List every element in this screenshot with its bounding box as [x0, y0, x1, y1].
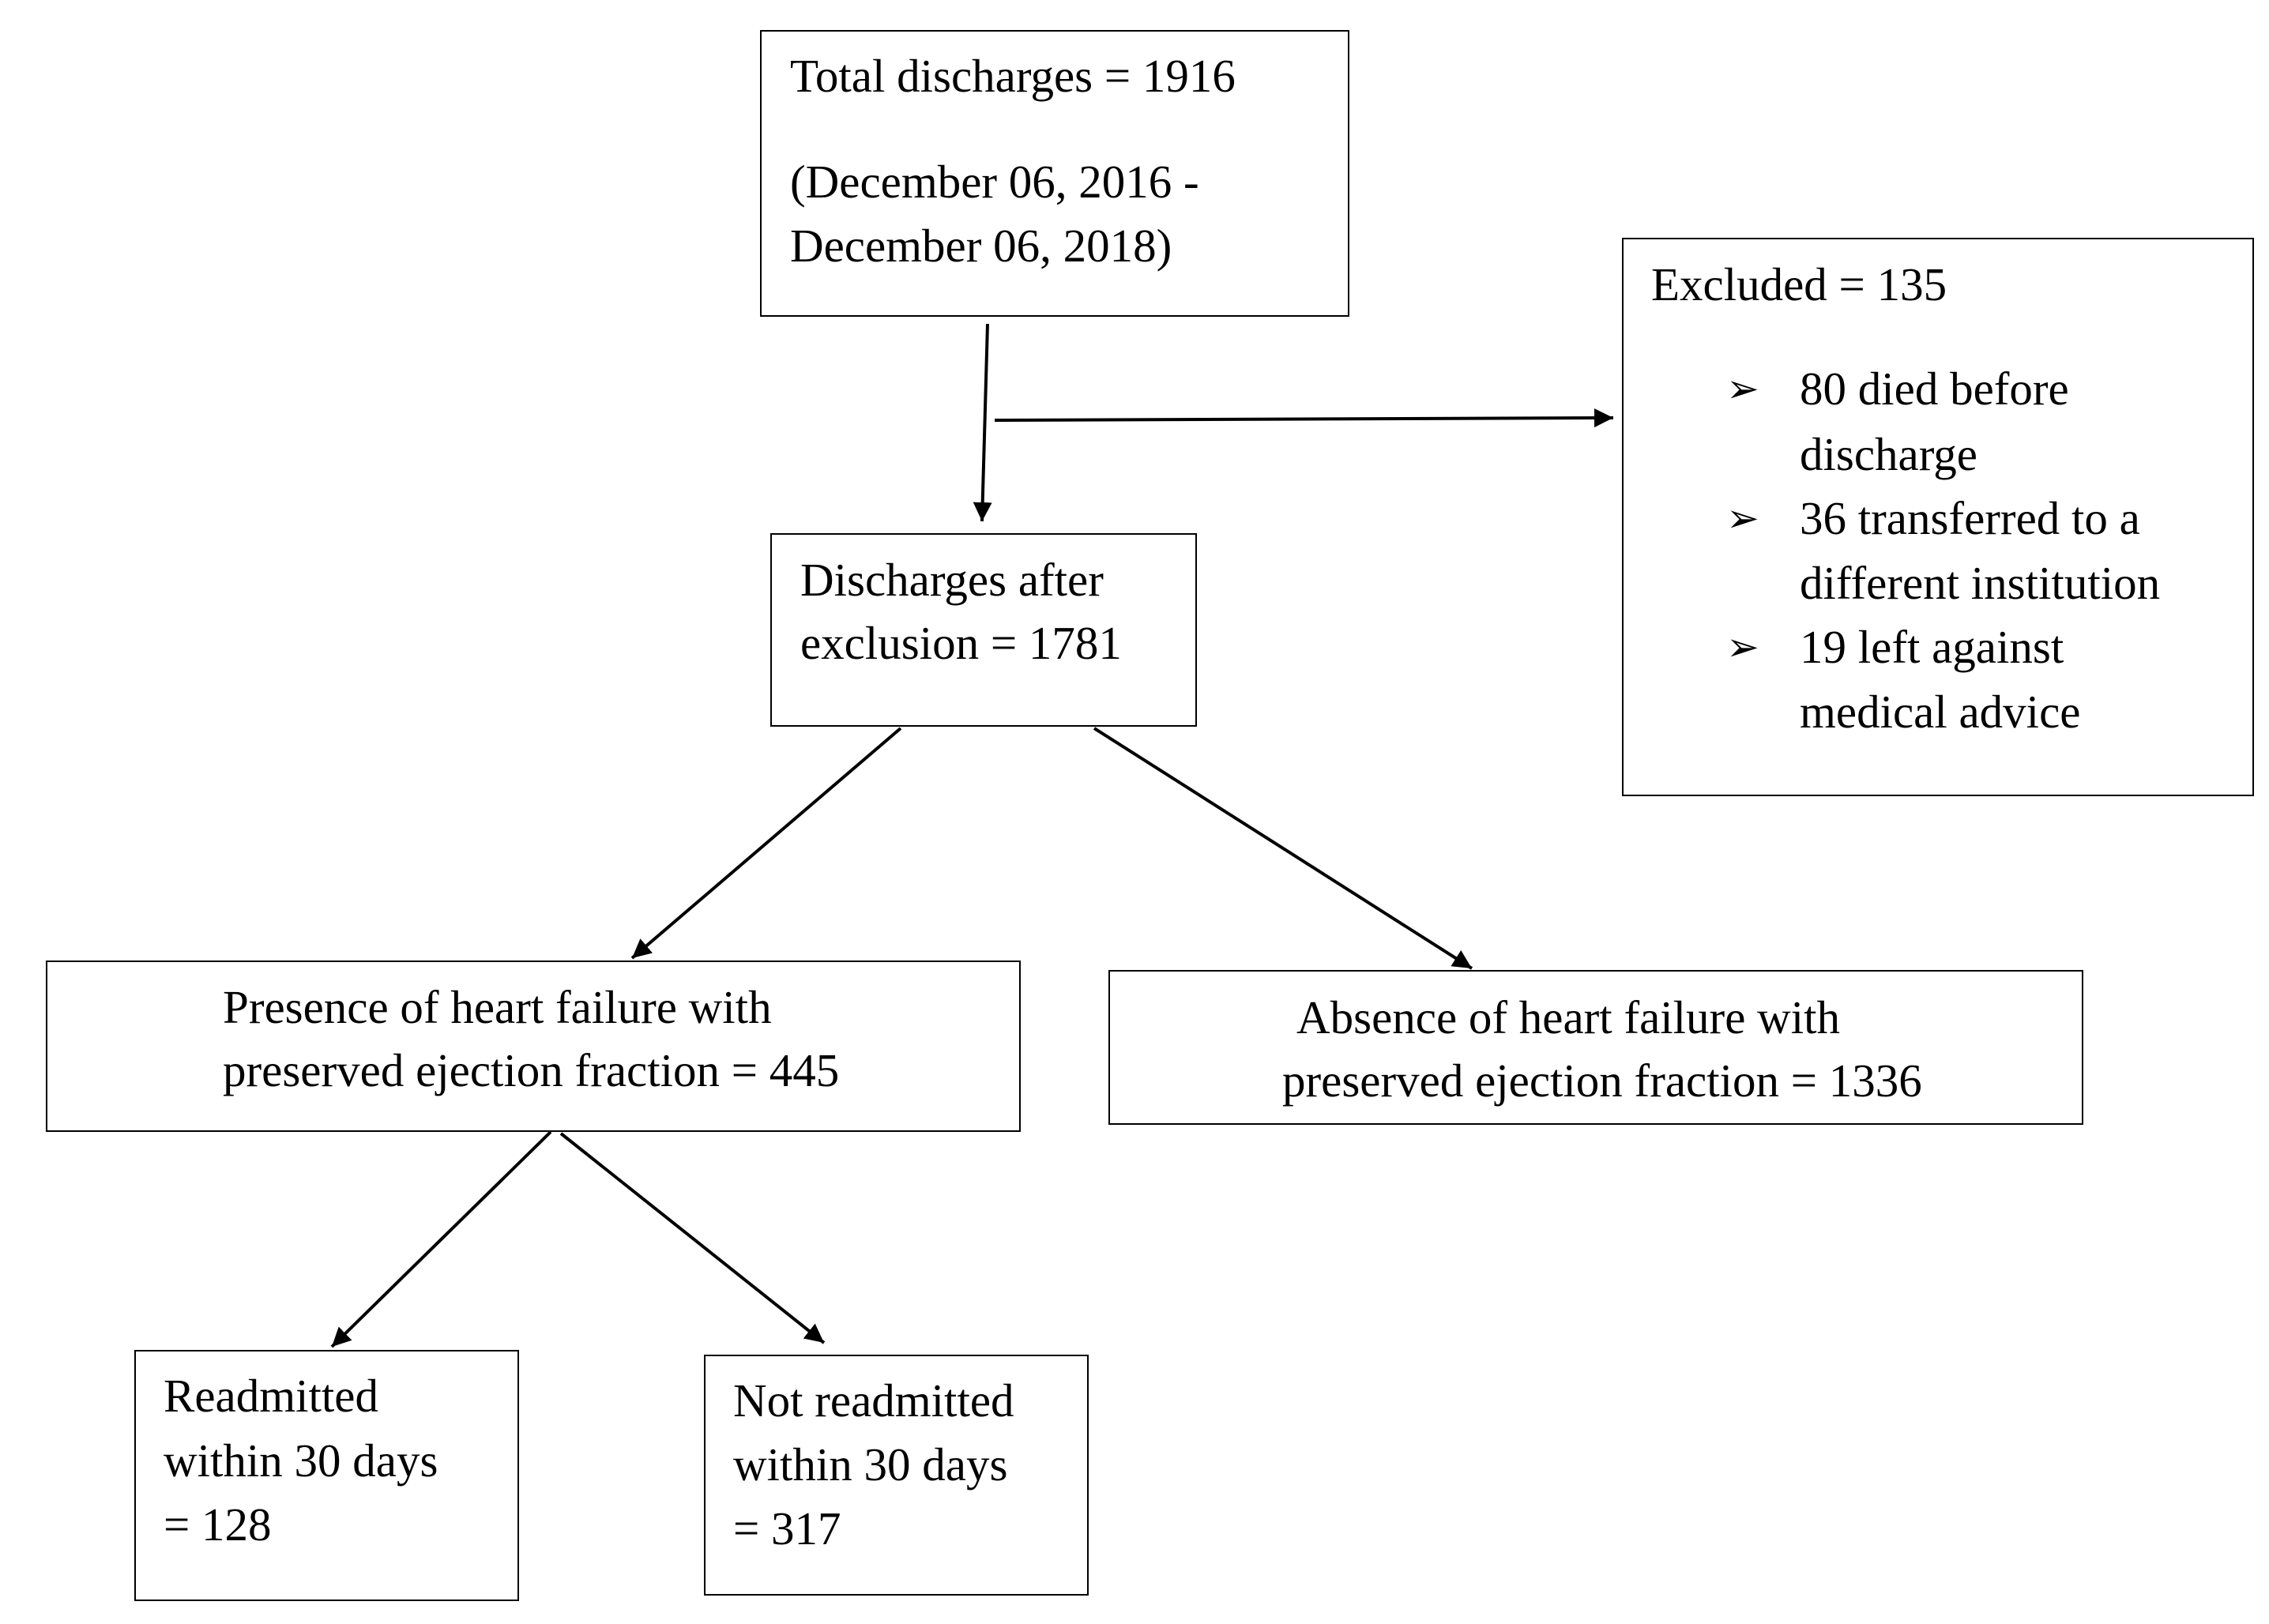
arrow-to-absence	[1093, 727, 1473, 970]
readmitted-line2: within 30 days	[164, 1434, 438, 1487]
excluded-item-3-line1: 19 left against	[1800, 621, 2064, 673]
excluded-item-3-line2: medical advice	[1800, 686, 2081, 738]
absence-hfpef-line2: preserved ejection fraction = 1336	[1282, 1054, 1922, 1107]
arrow-to-presence	[630, 727, 902, 960]
not-readmitted-line2: within 30 days	[733, 1438, 1008, 1491]
arrow-to-excluded	[994, 408, 1614, 428]
date-range-start: (December 06, 2016 -	[790, 156, 1199, 208]
absence-hfpef-line1: Absence of heart failure with	[1296, 991, 1841, 1043]
presence-hfpef-line1: Presence of heart failure with	[223, 981, 772, 1033]
after-exclusion-box	[770, 533, 1197, 727]
arrow-to-not-readmitted	[559, 1132, 826, 1344]
not-readmitted-box	[704, 1355, 1089, 1596]
presence-hfpef-line2: preserved ejection fraction = 445	[223, 1044, 840, 1096]
absence-hfpef-box	[1108, 970, 2083, 1125]
bullet-arrow-icon: ➢	[1726, 367, 1759, 411]
excluded-box	[1622, 238, 2254, 796]
after-exclusion-line2: exclusion = 1781	[800, 617, 1122, 669]
excluded-item-2-line1: 36 transferred to a	[1800, 492, 2140, 544]
date-range-end: December 06, 2018)	[790, 220, 1172, 272]
excluded-item-2-line2: different institution	[1800, 557, 2161, 609]
bullet-arrow-icon: ➢	[1726, 625, 1759, 669]
presence-hfpef-box	[46, 960, 1021, 1132]
excluded-item-1-line1: 80 died before	[1800, 363, 2069, 415]
readmitted-box	[134, 1350, 519, 1601]
not-readmitted-count: = 317	[733, 1502, 841, 1554]
arrow-total-to-after-exclusion	[973, 323, 992, 522]
readmitted-line1: Readmitted	[164, 1370, 378, 1422]
arrow-to-readmitted	[330, 1130, 552, 1348]
total-discharges-box	[760, 30, 1349, 317]
excluded-item-1-line2: discharge	[1800, 428, 1977, 480]
excluded-title: Excluded = 135	[1651, 258, 1947, 310]
readmitted-count: = 128	[164, 1498, 272, 1551]
total-discharges-label: Total discharges = 1916	[790, 50, 1236, 102]
not-readmitted-line1: Not readmitted	[733, 1374, 1014, 1427]
after-exclusion-line1: Discharges after	[800, 554, 1104, 606]
bullet-arrow-icon: ➢	[1726, 496, 1759, 540]
